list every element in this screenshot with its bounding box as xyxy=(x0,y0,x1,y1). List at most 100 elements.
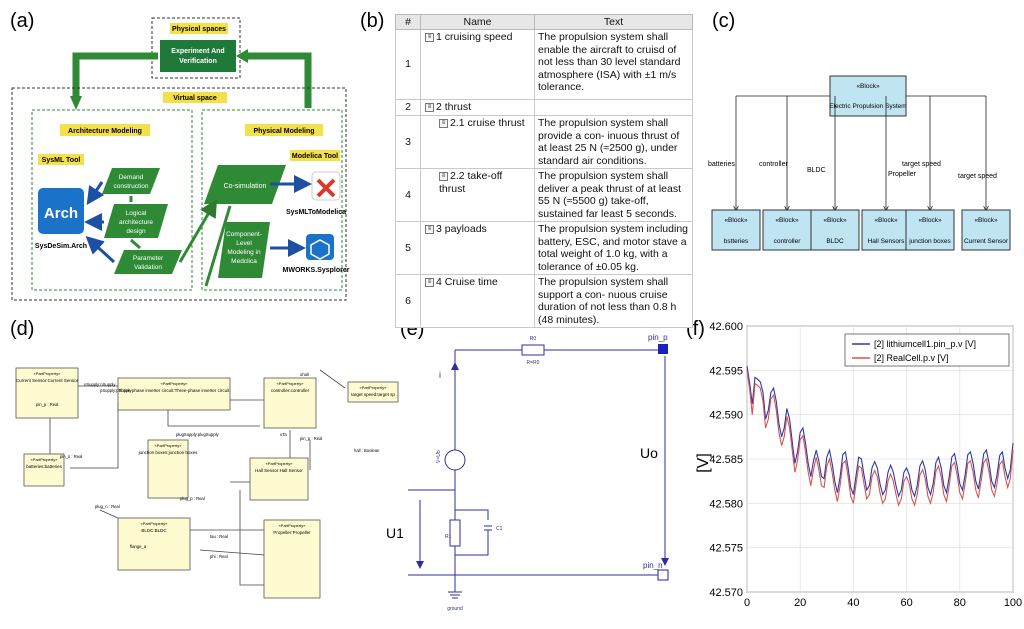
part-name: junction boxes:junction boxes xyxy=(138,450,199,455)
parameter-line-1: Parameter xyxy=(133,255,164,262)
row-number: 4 xyxy=(395,168,421,222)
child-block-name: Current Sensor xyxy=(964,238,1009,245)
requirement-icon: ≡ xyxy=(425,277,434,287)
port-label: plugSupply:plugSupply xyxy=(176,432,220,437)
child-block[interactable] xyxy=(810,209,860,251)
panel-label-d: (d) xyxy=(10,318,35,340)
port-label: flange_a xyxy=(130,544,147,549)
role-label: BLDC xyxy=(807,167,826,174)
child-block[interactable] xyxy=(961,209,1011,251)
mworks-cube-icon xyxy=(306,234,334,260)
x-tick-label: 60 xyxy=(900,597,912,609)
child-block-name: BLDC xyxy=(826,238,844,245)
pin-n-connector[interactable] xyxy=(657,569,669,581)
row-number: 2 xyxy=(395,99,421,116)
row-text: The propulsion system shall provide a co… xyxy=(534,115,693,169)
series-line-1 xyxy=(746,365,1014,498)
part-property-block[interactable] xyxy=(263,519,321,599)
row-text: The propulsion system including battery,… xyxy=(534,221,693,275)
pin-n-label: pin_n xyxy=(643,561,663,570)
part-property-block[interactable] xyxy=(117,517,191,571)
experiment-line-2: Verification xyxy=(179,58,217,65)
row-text: The propulsion system shall support a co… xyxy=(534,274,693,328)
col-header-number[interactable]: # xyxy=(395,14,421,30)
col-header-text[interactable]: Text xyxy=(534,14,693,30)
part-property-block[interactable] xyxy=(249,457,309,501)
part-name: Hall Sensor:Hall Sensor xyxy=(255,468,303,473)
pin-p-connector[interactable] xyxy=(658,344,668,354)
port-label: plug_p : Real xyxy=(180,496,205,501)
mworks-name: MWORKS.Sysplorer xyxy=(283,267,350,274)
row-name-cell[interactable]: ≡2 thrust xyxy=(420,99,535,116)
child-stereotype: «Block» xyxy=(823,217,847,224)
child-block[interactable] xyxy=(861,209,911,251)
top-block-name: Electric Propulsion System xyxy=(829,103,906,110)
row-name: 2.2 take-off thrust xyxy=(439,170,503,195)
part-stereotype: «PartProperty» xyxy=(266,461,294,466)
part-property-block[interactable] xyxy=(347,381,399,403)
child-stereotype: «Block» xyxy=(724,217,748,224)
part-stereotype: «PartProperty» xyxy=(155,443,183,448)
child-block-name: junction boxes xyxy=(908,238,951,245)
row-number: 6 xyxy=(395,274,421,328)
panel-label-a: (a) xyxy=(10,10,35,32)
y-tick-label: 42.590 xyxy=(709,410,743,422)
port-label: pin_p : Real xyxy=(36,402,58,407)
part-property-block[interactable] xyxy=(117,377,231,411)
part-property-block[interactable] xyxy=(147,439,189,499)
part-property-block[interactable] xyxy=(23,453,65,487)
child-stereotype: «Block» xyxy=(775,217,799,224)
part-property-block[interactable] xyxy=(263,377,317,429)
pin-p-label: pin_p xyxy=(648,333,668,342)
panel-label-c: (c) xyxy=(712,10,736,32)
part-stereotype: «PartProperty» xyxy=(360,385,388,390)
part-name: Propeller:Propeller xyxy=(273,530,311,535)
experiment-line-1: Experiment And xyxy=(171,48,224,55)
x-tick-label: 100 xyxy=(1004,597,1022,609)
port-label: plug_n : Real xyxy=(95,504,120,509)
port-label: pSupply:pSupply xyxy=(100,388,132,393)
virtual-space-label: Virtual space xyxy=(173,95,217,102)
port-label: tau : Real xyxy=(210,534,228,539)
part-name: target speed:target sp xyxy=(351,392,395,397)
u1-label: U1 xyxy=(386,525,404,541)
r-eq-label: R=R0 xyxy=(527,360,540,366)
row-name-cell[interactable]: ≡2.1 cruise thrust xyxy=(420,115,535,169)
row-name-cell[interactable]: ≡2.2 take-off thrust xyxy=(420,168,535,222)
child-block[interactable] xyxy=(711,209,761,251)
part-stereotype: «PartProperty» xyxy=(31,457,59,462)
row-name: 4 Cruise time xyxy=(436,276,498,288)
row-name-cell[interactable]: ≡3 payloads xyxy=(420,221,535,275)
row-name-cell[interactable]: ≡1 cruising speed xyxy=(420,29,535,100)
panel-d-ibd: «PartProperty»Current Sensor:Current Sen… xyxy=(15,367,399,599)
part-name: Three-phase inverter circuit:Three-phase… xyxy=(119,388,231,393)
part-property-block[interactable] xyxy=(15,367,79,419)
arch-tool-name: SysDeSim.Arch xyxy=(35,243,87,250)
child-block[interactable] xyxy=(905,209,955,251)
modelica-tool-label: Modelica Tool xyxy=(292,153,338,160)
col-header-name[interactable]: Name xyxy=(420,14,535,30)
row-name: 2 thrust xyxy=(436,101,472,113)
x-tick-label: 20 xyxy=(794,597,806,609)
y-axis-label: [V] xyxy=(695,453,712,473)
table-row[interactable]: 6 ≡4 Cruise time The propulsion system sha… xyxy=(395,274,693,328)
current-i-label: i xyxy=(439,370,441,380)
cosim-label: Co-simulation xyxy=(224,183,267,190)
component-line-3: Modeling in xyxy=(227,249,261,256)
role-label: controller xyxy=(759,161,788,168)
sysml-to-modelica-name: SysMLToModelica xyxy=(286,209,346,216)
part-stereotype: «PartProperty» xyxy=(161,381,189,386)
x-tick-label: 80 xyxy=(954,597,966,609)
table-row[interactable]: 2≡2 thrust xyxy=(395,99,693,116)
role-label: batteries xyxy=(708,161,735,168)
c1-label: C1 xyxy=(496,526,503,532)
y-tick-label: 42.585 xyxy=(709,454,743,466)
requirement-icon: ≡ xyxy=(425,102,434,112)
child-stereotype: «Block» xyxy=(918,217,942,224)
